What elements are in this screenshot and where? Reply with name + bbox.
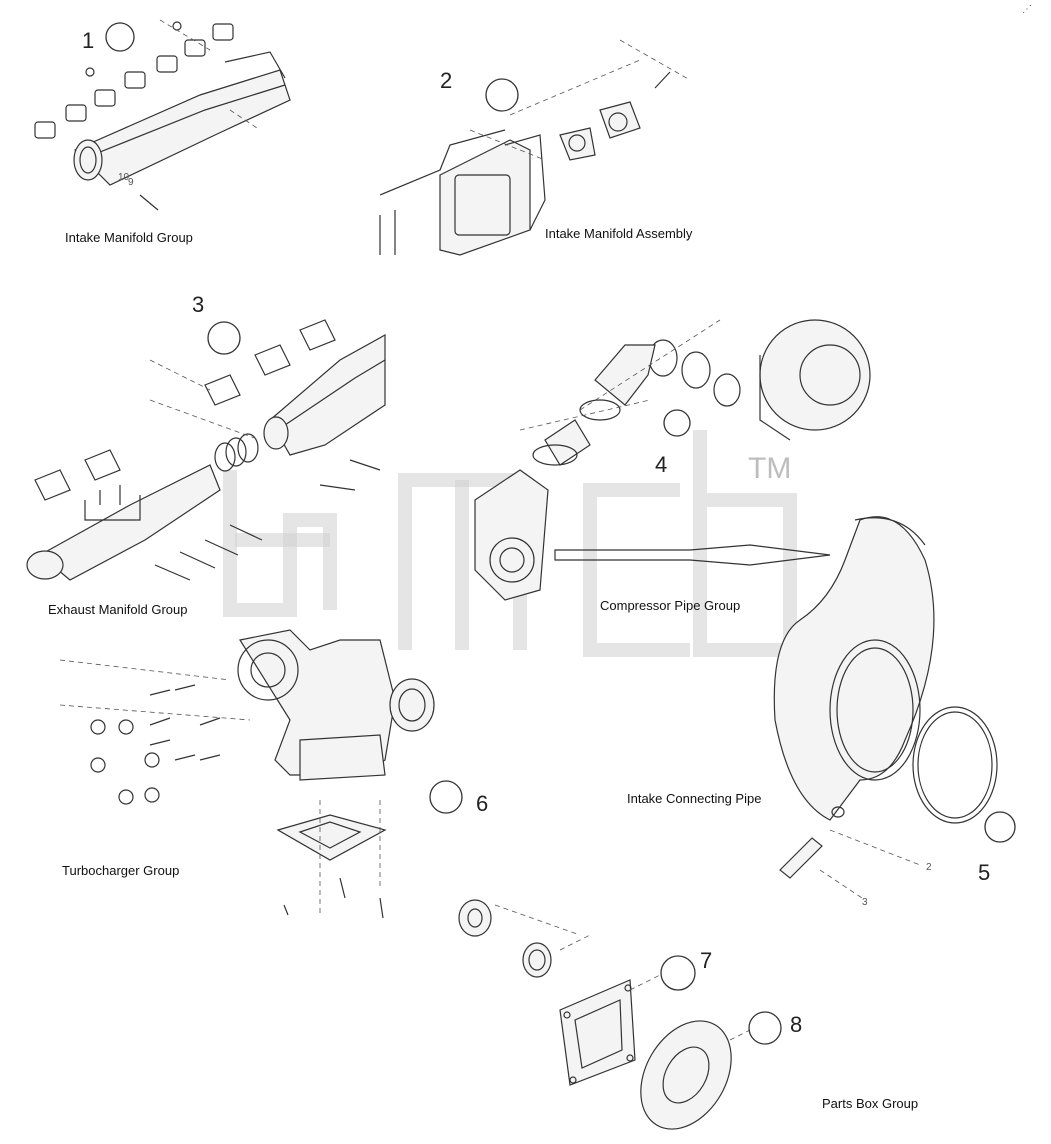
group-1-callout-circle (105, 22, 135, 52)
group-7-number: 7 (700, 948, 712, 973)
exhaust-manifold-group-drawing[interactable] (26, 319, 386, 581)
intake-connecting-pipe-drawing[interactable]: 2 3 (773, 516, 998, 908)
group-4-number: 4 (655, 452, 667, 477)
intake-connecting-pipe-label[interactable]: Intake Connecting Pipe (627, 791, 761, 806)
turbocharger-group-drawing[interactable] (59, 629, 435, 919)
corner-mark: ⋰ (1022, 4, 1032, 15)
intake-manifold-assembly-label[interactable]: Intake Manifold Assembly (545, 226, 693, 241)
group-7-callout-circle (660, 955, 696, 991)
group-6-number: 6 (476, 791, 488, 816)
group-3-number: 3 (192, 292, 204, 317)
group-5-number: 5 (978, 860, 990, 885)
intake-manifold-group-label[interactable]: Intake Manifold Group (65, 230, 193, 245)
group-2-callout-circle (485, 78, 519, 112)
parts-box-group-drawing[interactable] (458, 899, 751, 1144)
group-2-number: 2 (440, 68, 452, 93)
group-3-callout-circle (207, 321, 241, 355)
trademark-text: TM (748, 452, 791, 485)
compressor-pipe-group-drawing[interactable] (474, 319, 871, 601)
group-6-callout-circle (429, 780, 463, 814)
parts-box-group-label[interactable]: Parts Box Group (822, 1096, 918, 1111)
intake-manifold-group-drawing[interactable]: 10 9 (34, 19, 291, 211)
group-8-number: 8 (790, 1012, 802, 1037)
group-5-callout-circle (984, 811, 1016, 843)
turbocharger-group-label[interactable]: Turbocharger Group (62, 863, 179, 878)
small-mark-9: 9 (128, 177, 134, 188)
compressor-pipe-group-label[interactable]: Compressor Pipe Group (600, 598, 740, 613)
group-8-callout-circle (748, 1011, 782, 1045)
group-1-number: 1 (82, 28, 94, 53)
small-mark-10: 10 (118, 172, 130, 183)
small-mark-2b: 2 (926, 862, 932, 873)
intake-manifold-assembly-drawing[interactable] (379, 39, 691, 256)
exhaust-manifold-group-label[interactable]: Exhaust Manifold Group (48, 602, 187, 617)
small-mark-3b: 3 (862, 897, 868, 908)
